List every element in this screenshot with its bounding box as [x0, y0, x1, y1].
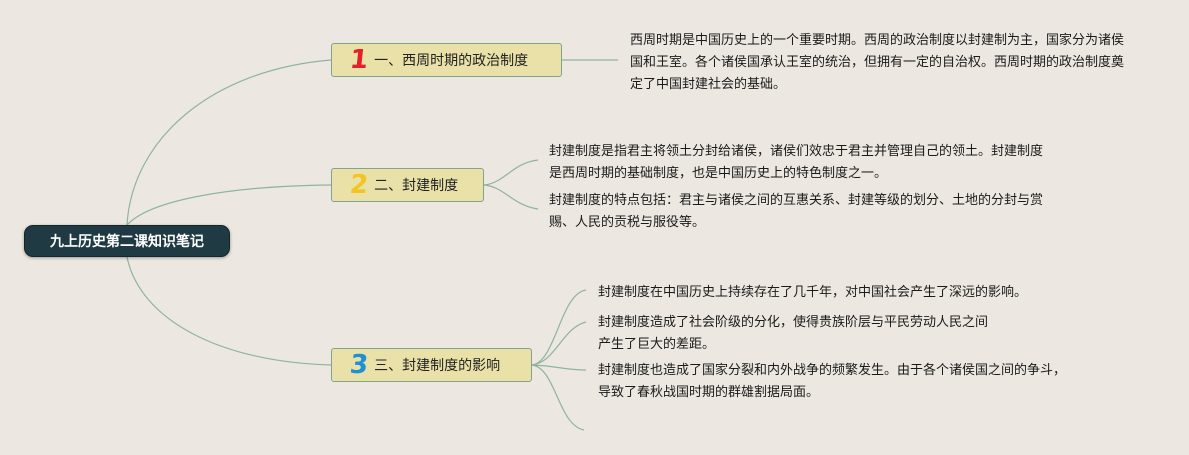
note-class-division[interactable]: 封建制度造成了社会阶级的分化，使得贵族阶层与平民劳动人民之间产生了巨大的差距。 [598, 315, 989, 352]
connector-branch-3-note-4 [531, 364, 585, 431]
note-feudal-features[interactable]: 封建制度的特点包括：君主与诸侯之间的互惠关系、封建等级的划分、土地的分封与赏赐、… [549, 193, 1044, 230]
number-2-icon: 2 [348, 170, 370, 200]
connector-branch-2-note-2 [483, 184, 539, 210]
number-3-icon: 3 [348, 350, 370, 380]
note-division-and-wars[interactable]: 封建制度也造成了国家分裂和内外战争的频繁发生。由于各个诸侯国之间的争斗，导致了春… [598, 363, 1067, 400]
branch-label: 一、西周时期的政治制度 [374, 53, 529, 69]
number-1-icon: 1 [348, 45, 370, 75]
branch-node-feudal-system[interactable]: 2 二、封建制度 [331, 168, 484, 202]
note-feudal-definition[interactable]: 封建制度是指君主将领土分封给诸侯，诸侯们效忠于君主并管理自己的领土。封建制度是西… [549, 144, 1044, 181]
connector-branch-3-note-3 [531, 364, 587, 371]
root-title: 九上历史第二课知识笔记 [50, 234, 204, 250]
root-node[interactable]: 九上历史第二课知识笔记 [24, 225, 230, 257]
connector-root-branch-1 [126, 59, 332, 226]
branch-node-political-system[interactable]: 1 一、西周时期的政治制度 [331, 43, 562, 77]
branch-label: 二、封建制度 [374, 178, 459, 194]
connector-branch-2-note-1 [483, 159, 539, 186]
note-feudal-duration[interactable]: 封建制度在中国历史上持续存在了几千年，对中国社会产生了深远的影响。 [598, 285, 1028, 300]
connector-branch-3-note-2 [531, 321, 587, 366]
note-western-zhou-politics[interactable]: 西周时期是中国历史上的一个重要时期。西周的政治制度以封建制为主，国家分为诸侯国和… [630, 33, 1125, 92]
branch-node-feudal-influence[interactable]: 3 三、封建制度的影响 [331, 348, 532, 382]
connector-root-branch-3 [126, 256, 332, 366]
connector-branch-3-note-1 [531, 289, 587, 366]
branch-label: 三、封建制度的影响 [374, 358, 501, 374]
connector-root-branch-2 [126, 184, 332, 226]
